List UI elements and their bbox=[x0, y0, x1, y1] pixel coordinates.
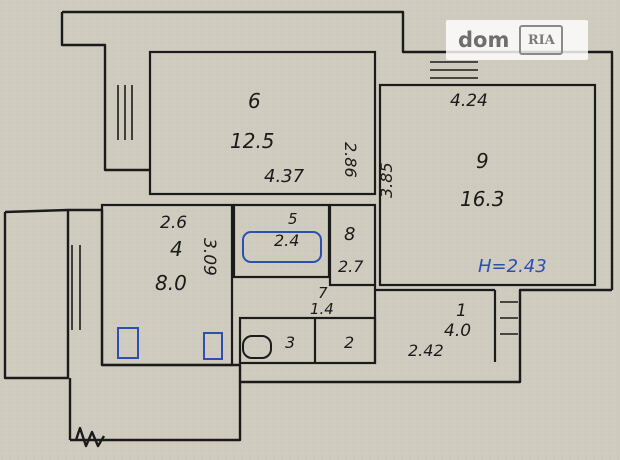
sink-icon bbox=[203, 332, 223, 360]
watermark-badge: dom RIA bbox=[446, 20, 588, 60]
room-8-outline bbox=[328, 203, 377, 287]
ceiling-height: H=2.43 bbox=[478, 256, 547, 277]
watermark-dom: dom bbox=[458, 28, 510, 52]
stove-icon bbox=[117, 327, 139, 359]
bathtub-icon bbox=[242, 231, 322, 263]
room-4-number: 4 bbox=[170, 237, 183, 261]
room-4-area: 8.0 bbox=[155, 271, 187, 295]
room-9-width: 4.24 bbox=[450, 91, 488, 111]
room-4-outline bbox=[100, 203, 234, 367]
room-8-number: 8 bbox=[344, 224, 355, 245]
room-6-area: 12.5 bbox=[230, 129, 275, 153]
room-6-width: 4.37 bbox=[264, 166, 305, 187]
room-1-number: 1 bbox=[456, 301, 467, 321]
toilet-icon bbox=[242, 335, 272, 359]
watermark-ria-logo: RIA bbox=[519, 25, 564, 55]
windows bbox=[71, 61, 518, 335]
room-4-width: 2.6 bbox=[160, 213, 187, 233]
room-6-height: 2.86 bbox=[341, 142, 360, 178]
room-1-area: 4.0 bbox=[444, 321, 471, 341]
room-8-area: 2.7 bbox=[338, 257, 364, 276]
room-5-area: 2.4 bbox=[274, 231, 299, 250]
room-4-height: 3.09 bbox=[199, 238, 219, 276]
room-9-number: 9 bbox=[476, 149, 489, 173]
room-9-area: 16.3 bbox=[460, 187, 505, 211]
room-1-width: 2.42 bbox=[408, 341, 444, 360]
room-labels: 6 12.5 4.37 2.86 9 16.3 4.24 3.85 H=2.43… bbox=[155, 89, 547, 360]
room-7-area: 1.4 bbox=[310, 300, 334, 318]
room-7-number: 7 bbox=[318, 284, 328, 302]
room-6-number: 6 bbox=[248, 89, 261, 113]
room-2-number: 2 bbox=[344, 333, 354, 352]
room-3-number: 3 bbox=[285, 333, 295, 352]
room-6-outline bbox=[148, 50, 377, 196]
room-5-number: 5 bbox=[288, 210, 298, 228]
room-9-outline bbox=[378, 83, 597, 287]
room-walls bbox=[100, 50, 597, 367]
room-9-height: 3.85 bbox=[377, 162, 396, 198]
fixtures bbox=[117, 231, 322, 360]
